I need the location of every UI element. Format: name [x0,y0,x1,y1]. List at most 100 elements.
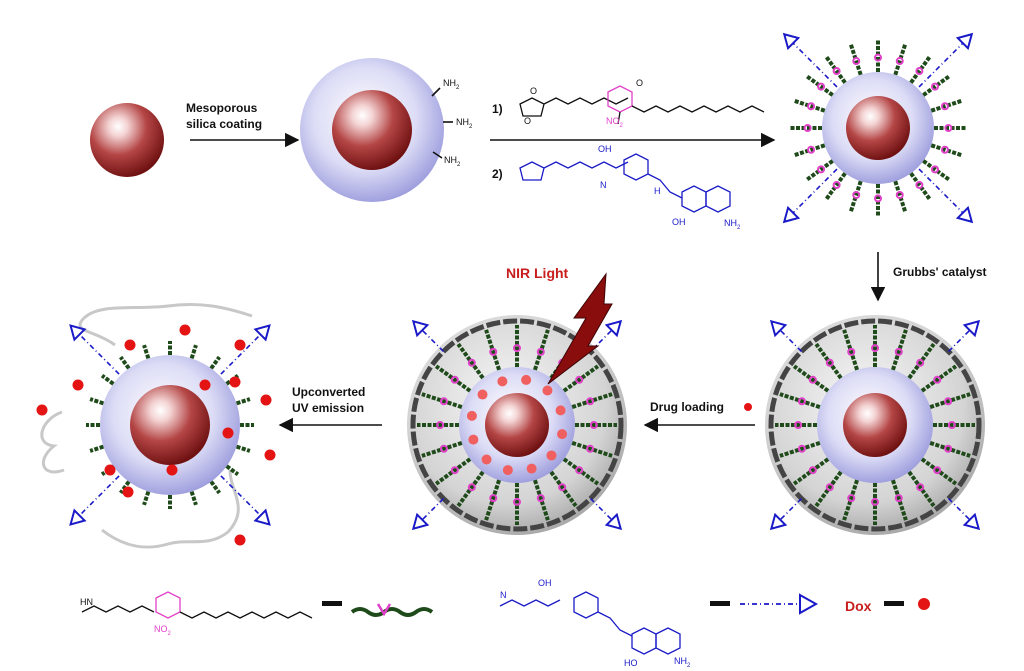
svg-text:OH: OH [672,217,686,227]
folate-linker [78,475,120,517]
photocage-group [808,375,817,384]
photocage-group [947,421,956,429]
folate-target-triangle [253,324,271,342]
photocage-group [940,102,949,111]
linker-chain [805,74,834,97]
step-number-2: 2) [492,167,503,181]
linker-chain [571,392,613,409]
folate-target-triangle [69,324,87,342]
dox-drug-dot [481,454,492,465]
label-coating-1: Mesoporous [186,101,258,115]
photocage-group [467,483,476,492]
folate-linker [792,42,838,88]
photocage-group [944,397,953,406]
linker-chain [189,490,198,506]
svg-text:HO: HO [624,658,638,668]
dox-drug-dot [124,339,136,351]
dox-drug-dot [468,434,479,445]
linker-chain [779,392,821,409]
linker-chain [920,364,958,393]
folate-target-triangle [955,205,974,224]
photocage-group [817,82,826,91]
svg-text:O: O [636,78,643,88]
folate-target-triangle [411,512,430,531]
svg-text:HN: HN [80,597,93,607]
legend-linker-symbol [350,603,434,617]
linker-chain [909,172,932,201]
photocage-group [916,358,925,367]
dox-drug-dot [122,486,134,498]
linker-chain [814,470,843,508]
photocage-group [797,397,806,406]
label-uv-2: UV emission [292,401,364,415]
svg-text:O: O [524,116,531,126]
folate-target-triangle [411,319,430,338]
linker-chain [100,374,115,386]
photocage-group [871,497,879,506]
dox-drug-dot [546,450,557,461]
photocage-group [871,344,879,353]
photocage-group [489,494,498,503]
dox-drug-dot [166,464,178,476]
amine-label: NH [443,78,456,88]
svg-text:O: O [530,86,537,96]
linker-chain [533,479,550,521]
dox-drug-dot [104,464,116,476]
folate-linker [918,42,964,88]
linker-chain [142,490,151,506]
folate-linker [220,333,262,375]
svg-text:NH2: NH2 [724,218,741,231]
linker-chain [484,479,501,521]
linker-chain [456,470,485,508]
linker-chain [434,364,472,393]
linker-chain [421,392,463,409]
linker-chain [562,364,600,393]
photocage-group [894,494,903,503]
svg-text:N: N [600,180,607,190]
linker-chain [779,441,821,458]
folate-linker [918,168,964,214]
legend-folate-symbol [740,593,819,615]
folate-target-triangle [69,508,87,526]
photocage-group [825,483,834,492]
folate-target-triangle [782,32,801,51]
dox-drug-dot [234,534,246,546]
photocage-group [489,347,498,356]
dox-drug-dot [36,404,48,416]
folate-target-triangle [604,319,623,338]
folate-linker [220,475,262,517]
photocage-group [933,466,942,475]
nir-light-bolt [547,272,613,385]
photocage-group [916,483,925,492]
svg-text:NO2: NO2 [606,116,624,129]
dox-drug-dot [199,379,211,391]
label-coating-2: silica coating [186,117,262,131]
drug-loaded-particle [407,315,627,535]
photocage-group [825,358,834,367]
photocage-group [436,421,445,429]
linker-chain [842,329,859,371]
folate-linker [421,497,445,521]
dox-drug-dot [526,463,537,474]
dox-drug-dot [542,385,553,396]
photocage-group [933,375,942,384]
photocage-group [803,124,812,132]
label-grubbs: Grubbs' catalyst [893,265,987,279]
linker-chain [119,355,131,370]
legend-dox-label: Dox [845,598,872,614]
photocage-group [895,190,904,199]
reagent-2-structure: OH N H OH NH2 [519,144,741,231]
photocage-group [894,347,903,356]
silica-coated-particle: NH2 NH2 NH2 [300,58,473,202]
nitro-label: NO [154,624,168,634]
photocage-group [847,347,856,356]
linker-chain [571,441,613,458]
photocage-group [797,444,806,453]
svg-text:OH: OH [598,144,612,154]
linker-chain [235,444,251,453]
nitro-label: NO [606,116,620,126]
reagent-1-structure: O O NO2 O [519,78,765,129]
dox-drug-dot [521,374,532,385]
folate-target-triangle [253,508,271,526]
folate-linker [421,329,445,353]
